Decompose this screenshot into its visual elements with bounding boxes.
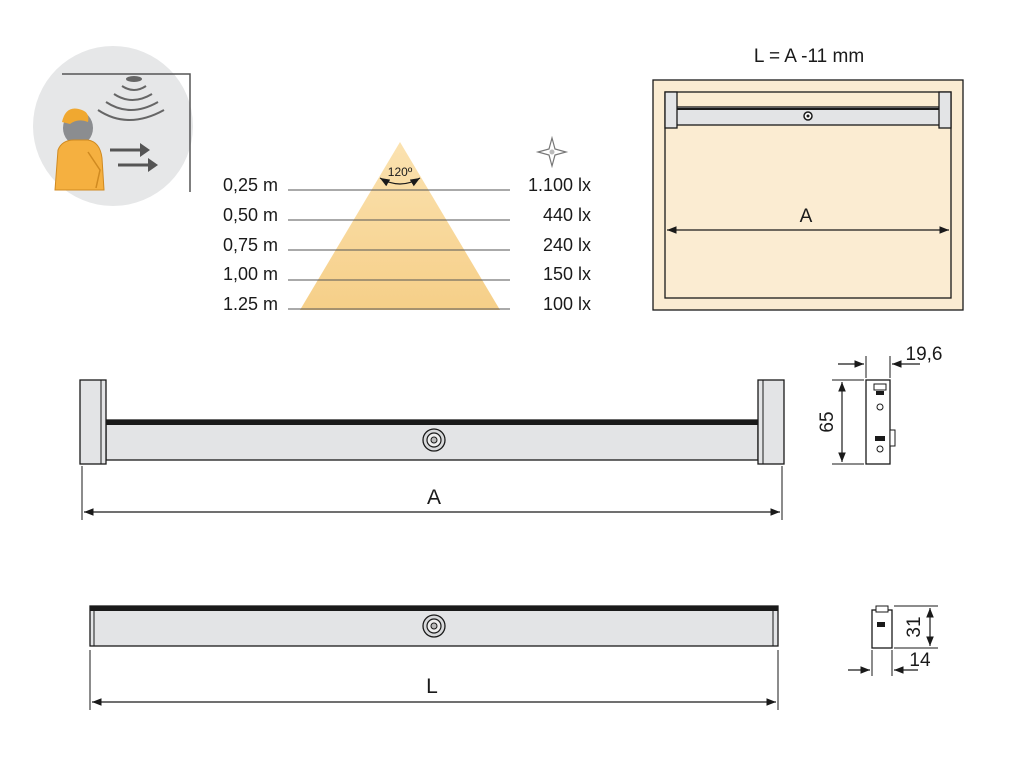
sensor-icon [422, 614, 446, 638]
lux-label: 440 lx [543, 205, 591, 225]
motion-sensor-person-icon [33, 46, 193, 206]
light-cone [300, 142, 500, 310]
frame-width-label: A [427, 486, 441, 509]
distance-labels: 0,25 m 0,50 m 0,75 m 1,00 m 1.25 m [223, 175, 278, 314]
endcap-side-view: 19,6 65 [817, 344, 943, 465]
angle-label: 120º [388, 165, 413, 179]
lux-label: 150 lx [543, 264, 591, 284]
endcap-height-label: 65 [817, 411, 838, 432]
distance-label: 1,00 m [223, 264, 278, 284]
distance-label: 0,50 m [223, 205, 278, 225]
angle-marker: 120º [379, 165, 421, 187]
light-source-icon [535, 135, 569, 169]
profile-depth-label: 14 [909, 650, 931, 671]
rail-with-endcaps: A [79, 379, 785, 520]
endcap-width-label: 19,6 [906, 344, 943, 365]
lux-labels: 1.100 lx 440 lx 240 lx 150 lx 100 lx [528, 175, 591, 314]
illuminance-lines [288, 189, 510, 310]
length-label: L [426, 675, 438, 698]
distance-label: 0,25 m [223, 175, 278, 195]
formula-label: L = A -11 mm [754, 46, 864, 67]
wardrobe-front-view: A [652, 79, 964, 311]
inside-width-label: A [800, 206, 813, 227]
lux-label: 240 lx [543, 235, 591, 255]
rail-profile: L [89, 605, 779, 710]
lux-label: 1.100 lx [528, 175, 591, 195]
profile-height-label: 31 [904, 616, 925, 637]
distance-label: 0,75 m [223, 235, 278, 255]
distance-label: 1.25 m [223, 294, 278, 314]
sensor-icon [422, 428, 446, 452]
profile-section-view: 31 14 [848, 605, 938, 676]
lux-label: 100 lx [543, 294, 591, 314]
